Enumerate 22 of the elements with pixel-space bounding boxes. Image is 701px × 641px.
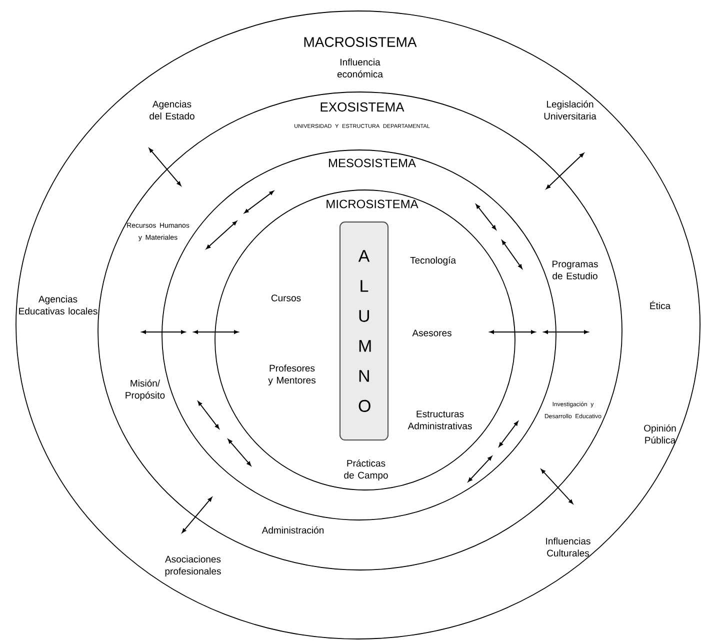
factor-label: Estructuras Administrativas (408, 410, 472, 430)
ring-title: MACROSISTEMA (304, 37, 417, 47)
factor-label: Influencia económica (337, 58, 383, 78)
factor-label: Misión/ Propósito (126, 380, 165, 400)
factor-label: Administración (262, 526, 324, 534)
factor-label: Ética (650, 300, 671, 310)
factor-label: Legislación Universitaria (544, 100, 596, 120)
factor-label: Prácticas de Campo (344, 460, 388, 480)
ring-title: MICROSISTEMA (326, 200, 418, 208)
ring-title: EXOSISTEMA (320, 102, 404, 112)
factor-label: Profesores y Mentores (268, 364, 316, 386)
factor-label: Asociaciones profesionales (165, 556, 221, 576)
factor-label: Opinión Pública (644, 424, 676, 444)
factor-label: Agencias del Estado (150, 100, 194, 120)
factor-label: Agencias Educativas locales (19, 296, 98, 314)
factor-label: Programas de Estudio (552, 260, 598, 280)
ring-title: MESOSISTEMA (328, 158, 416, 168)
student-box: A L U M N O (340, 222, 388, 440)
factor-label: Cursos (271, 294, 301, 302)
factor-label: Influencias Culturales (546, 538, 590, 556)
factor-label: Tecnología (410, 256, 456, 266)
factor-label: Asesores (412, 330, 452, 336)
